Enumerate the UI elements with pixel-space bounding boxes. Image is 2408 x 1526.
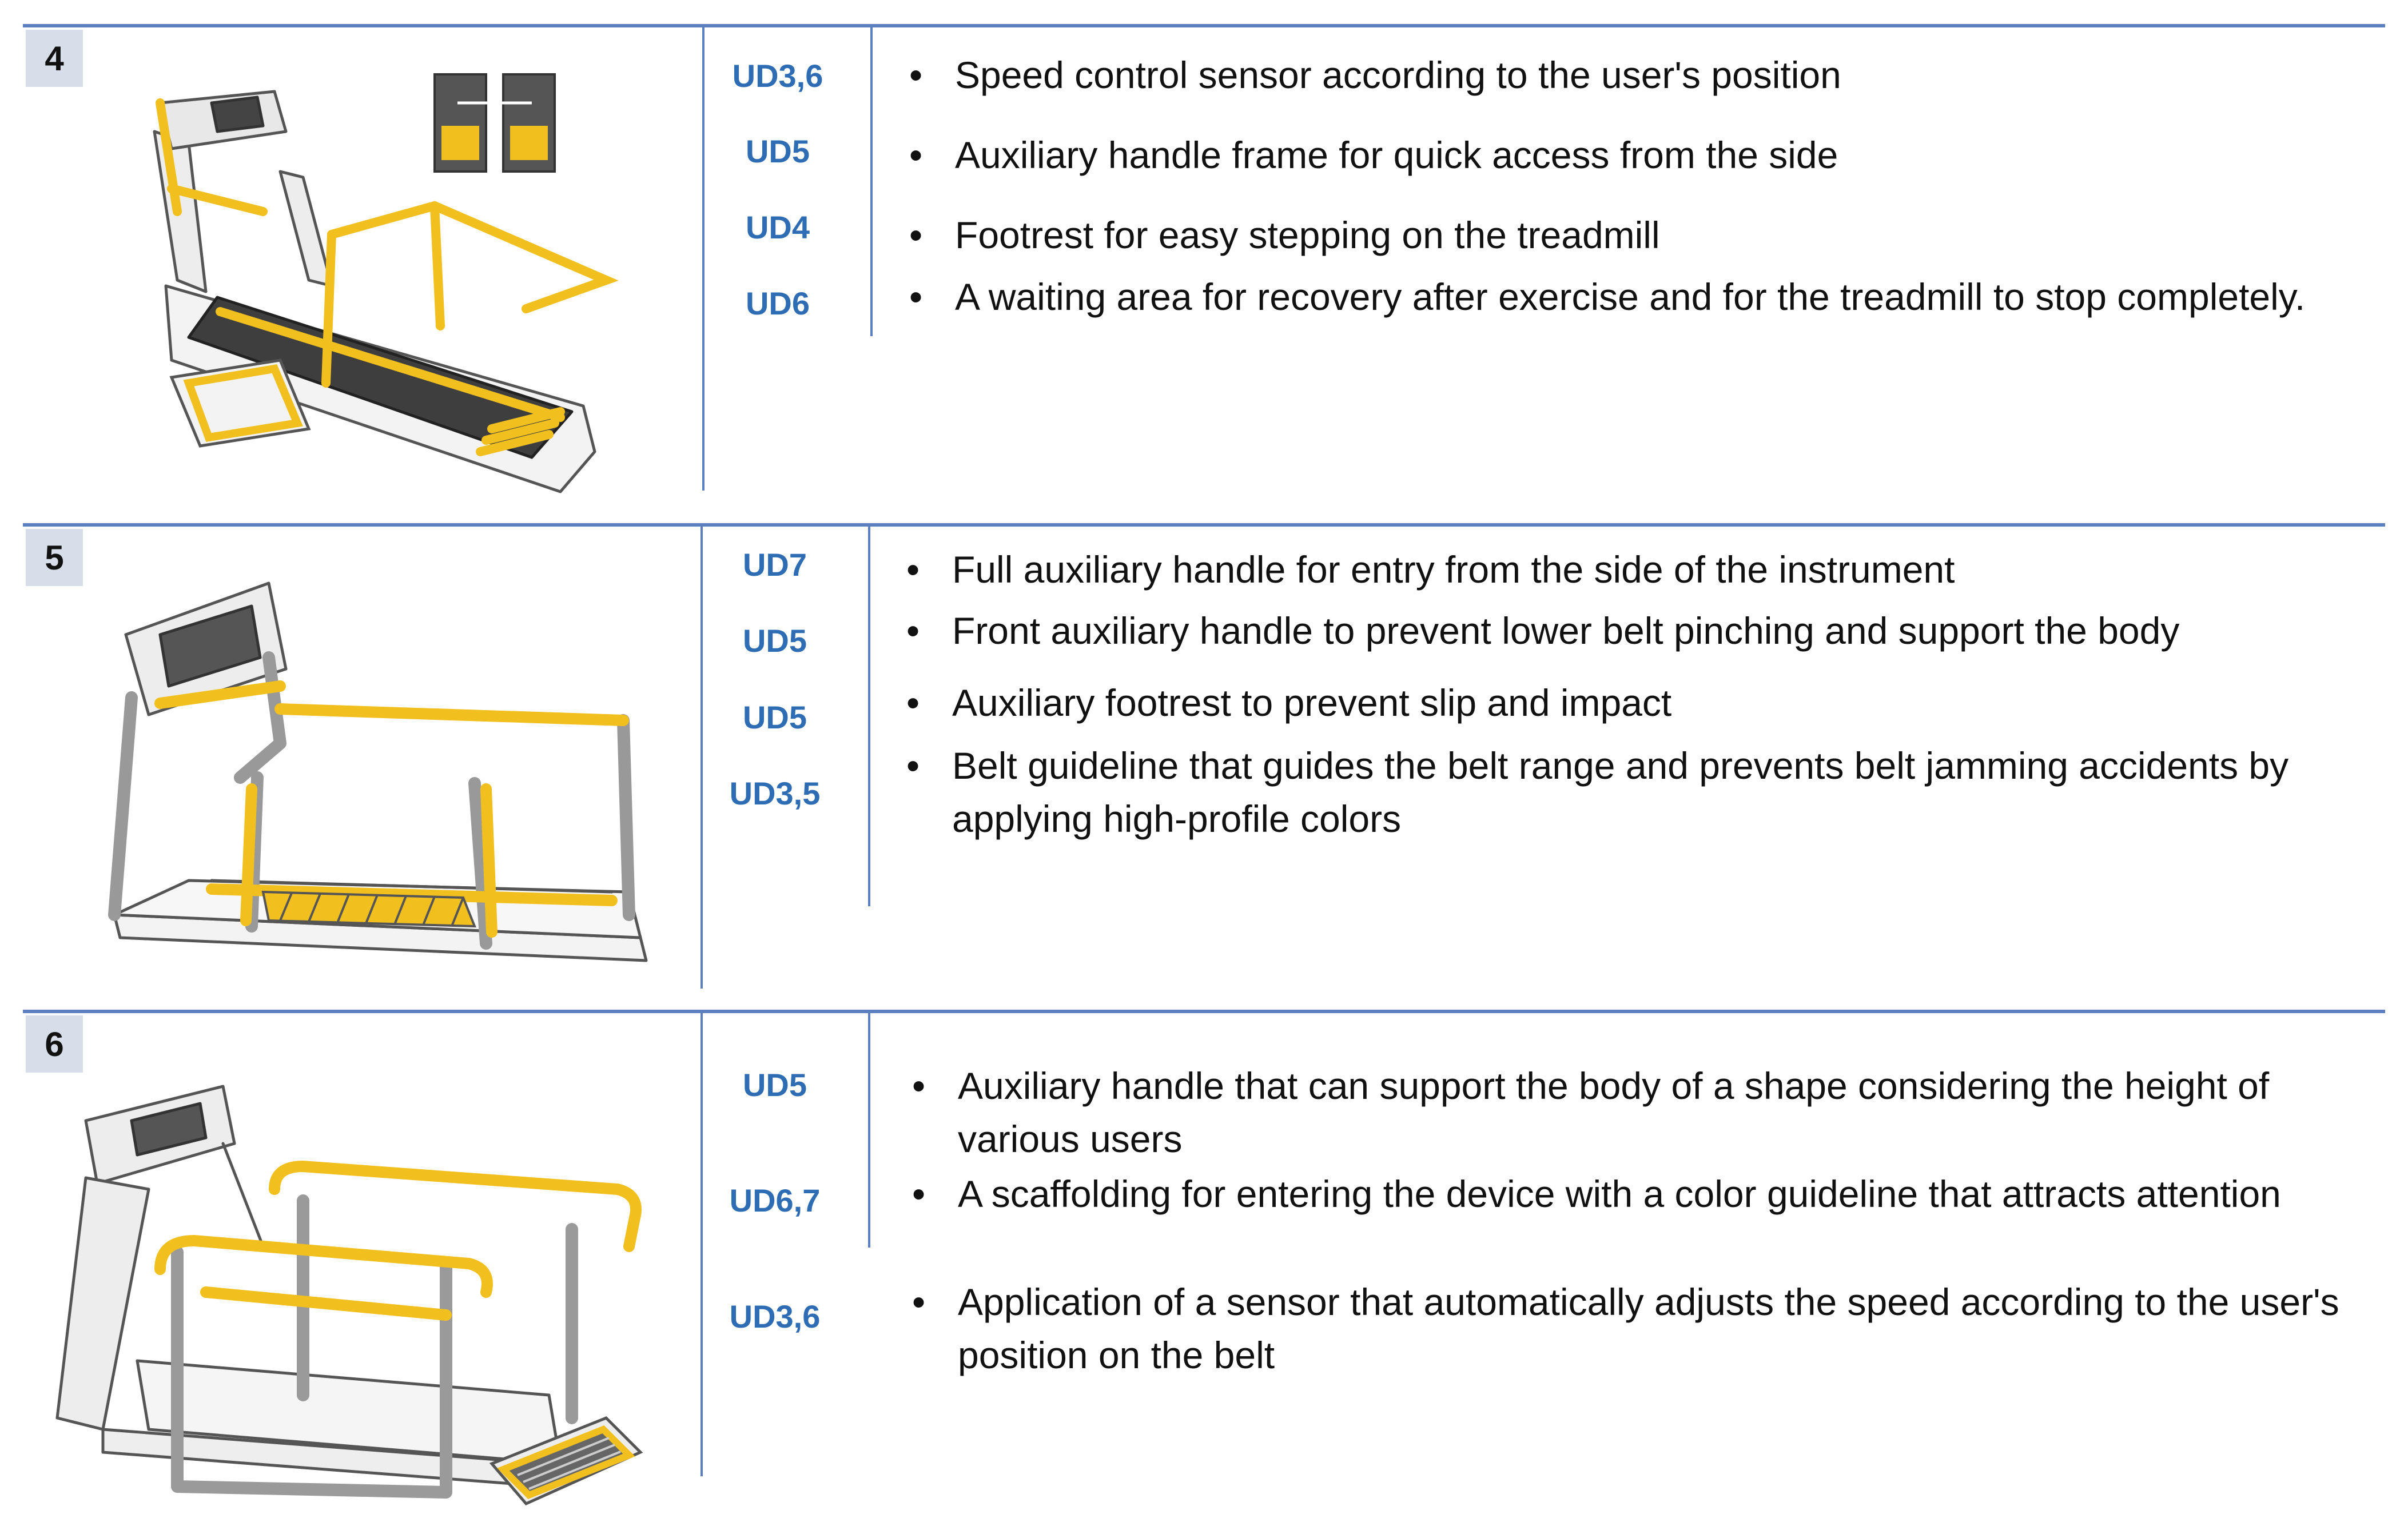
row-5-left-divider	[700, 527, 703, 989]
row-6-left-divider	[700, 1013, 703, 1476]
row-6-code-2: UD6,7	[729, 1182, 821, 1218]
row-4-top-rule	[23, 24, 2385, 27]
row-5-code-3: UD5	[742, 699, 807, 735]
row-6-right-divider	[868, 1013, 870, 1248]
row-5-number: 5	[26, 529, 83, 586]
row-6-code-1: UD5	[742, 1067, 807, 1103]
row-6-number: 6	[26, 1015, 83, 1073]
row-6-code-3: UD3,6	[729, 1298, 821, 1334]
row-5-code-4: UD3,5	[729, 775, 821, 811]
row-5-top-rule	[23, 523, 2385, 527]
row-5-code-1: UD7	[742, 547, 807, 583]
treadmill-illustration-4	[153, 73, 619, 493]
row-5-right-divider	[868, 527, 870, 906]
row-4-code-2: UD5	[745, 133, 810, 169]
row-6-top-rule	[23, 1010, 2385, 1013]
row-4-code-3: UD4	[745, 209, 810, 245]
row-4-number: 4	[26, 30, 83, 87]
row-4-right-divider	[870, 27, 873, 336]
treadmill-illustration-6	[55, 1085, 643, 1506]
row-4-code-1: UD3,6	[732, 58, 823, 94]
treadmill-illustration-5	[108, 581, 648, 962]
row-5-code-2: UD5	[742, 623, 807, 659]
row-4-code-4: UD6	[745, 285, 810, 321]
row-4-left-divider	[702, 27, 705, 491]
